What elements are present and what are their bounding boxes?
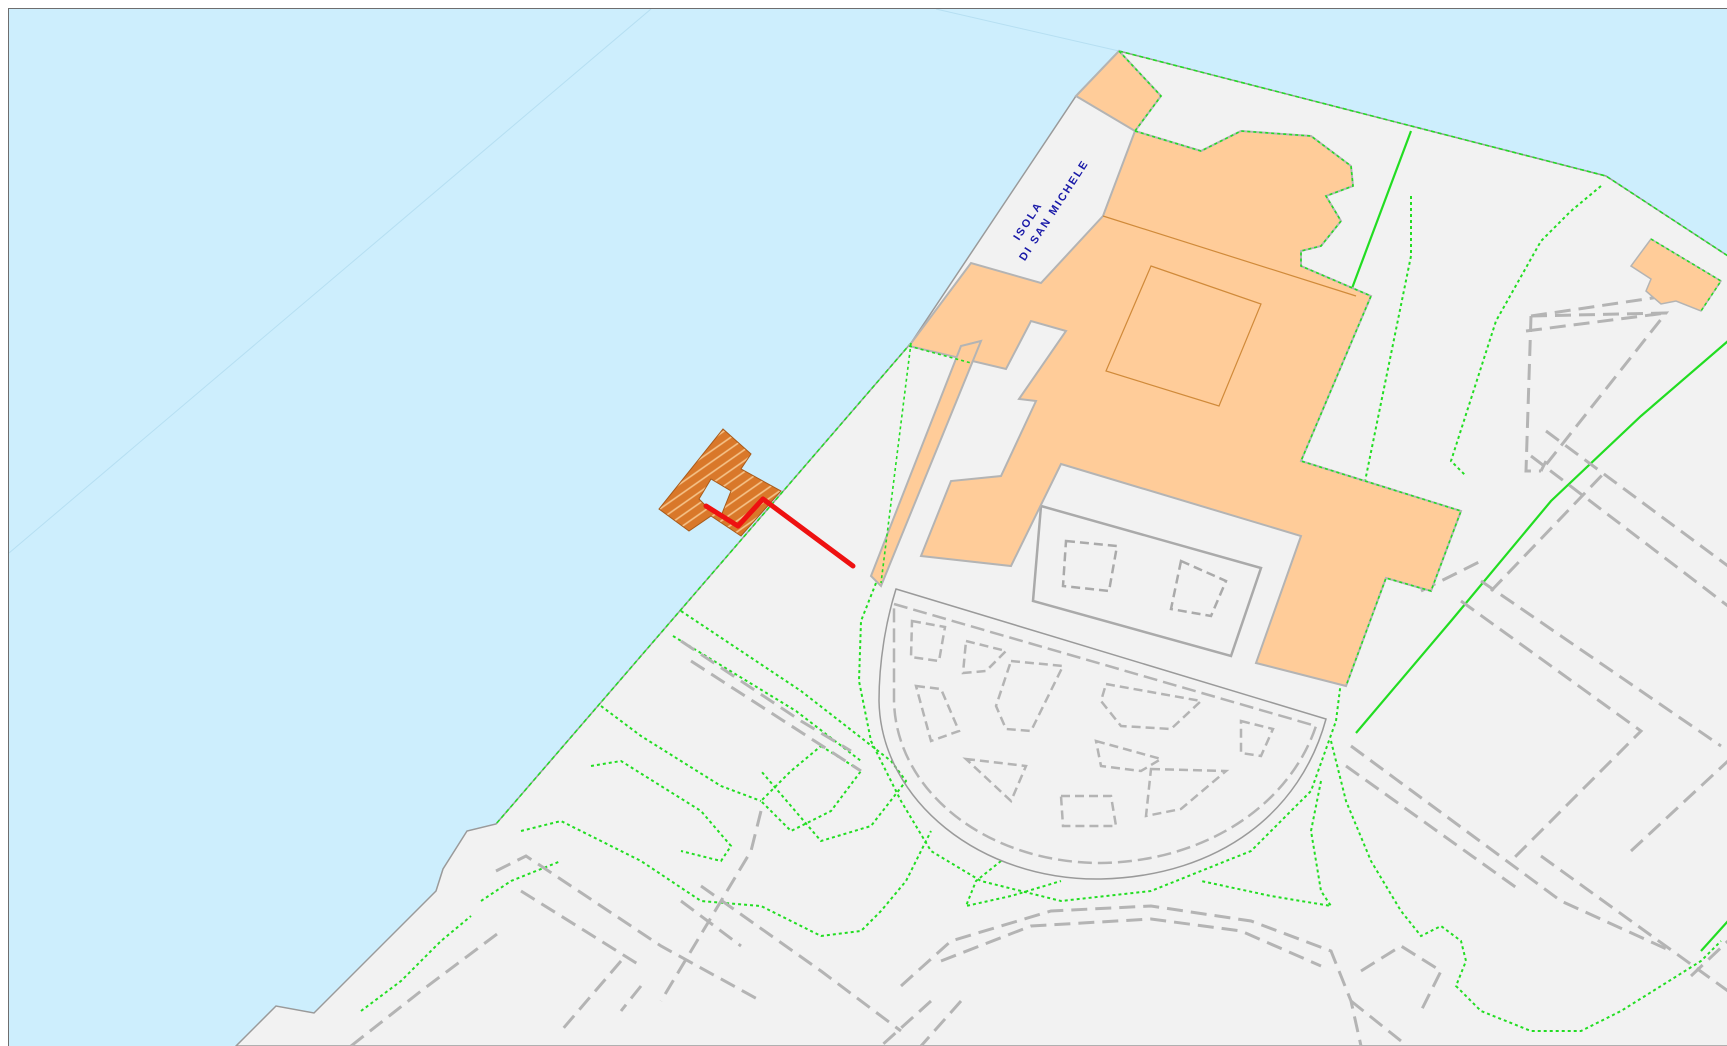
- building-boundaries: [880, 50, 1723, 687]
- cemetery-plots: [360, 185, 1722, 1032]
- cemetery-enclosure: [878, 588, 1327, 880]
- church-complex: [869, 49, 1463, 688]
- map-frame[interactable]: ISOLA DI SAN MICHELE: [8, 8, 1727, 1046]
- map-canvas[interactable]: ISOLA DI SAN MICHELE: [9, 9, 1727, 1046]
- grave-plots: [909, 619, 1275, 828]
- navigation-channel-line: [9, 9, 652, 554]
- cloister-courtyard: [1031, 504, 1263, 658]
- small-building: [1629, 238, 1723, 312]
- navigation-channel-line-2: [935, 9, 1120, 52]
- route-line[interactable]: [703, 496, 856, 569]
- church-interior: [1102, 215, 1357, 407]
- cemetery-paths: [350, 294, 1727, 1046]
- property-lines: [1349, 130, 1727, 952]
